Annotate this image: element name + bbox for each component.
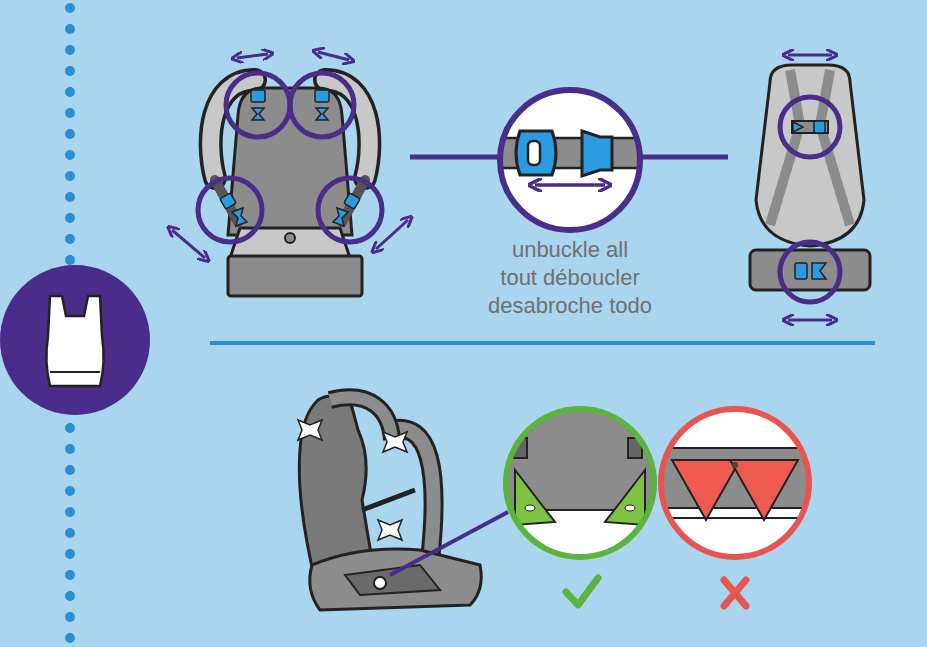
instruction-text: tout déboucler <box>500 265 639 291</box>
carrier-front <box>172 52 408 296</box>
carrier-side <box>298 396 508 610</box>
buckle-detail <box>410 90 728 230</box>
carrier-badge <box>0 265 150 415</box>
wrong-fold-detail <box>655 409 815 606</box>
instruction-text: desabroche todo <box>488 293 652 319</box>
carrier-back <box>750 55 870 320</box>
correct-fold-detail <box>500 409 660 605</box>
divider <box>210 341 875 345</box>
instruction-text: unbuckle all <box>512 237 628 263</box>
